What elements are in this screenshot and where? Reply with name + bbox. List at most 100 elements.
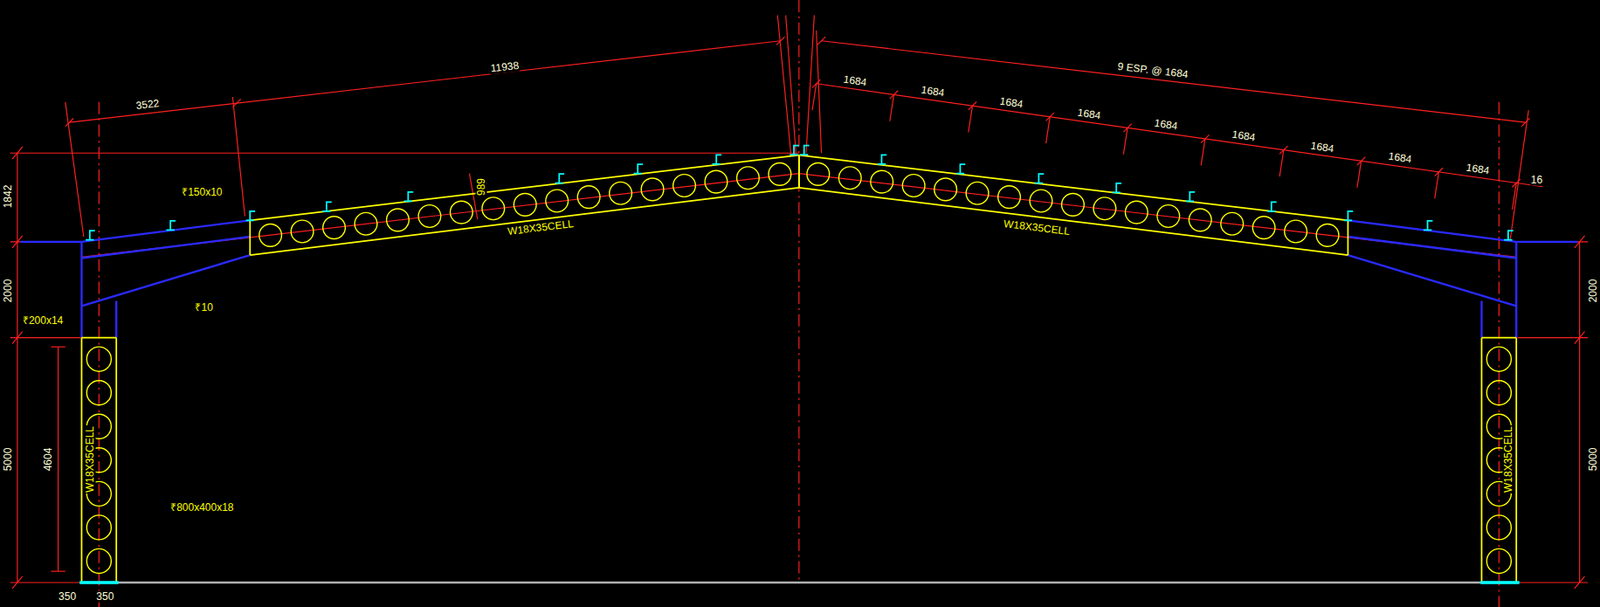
dimension-text: 350: [95, 591, 115, 603]
web-opening: [609, 181, 633, 205]
dimension-line: [12, 146, 23, 159]
dimension-text: 1684: [998, 96, 1025, 111]
dimension-line: [777, 15, 791, 154]
member-label: W18X35CELL: [1502, 425, 1514, 494]
dimension-text: 2000: [2, 278, 14, 304]
dimension-line: [968, 105, 973, 132]
dimension-line: [816, 30, 822, 153]
castellated-member: [1481, 337, 1517, 339]
purlin: [555, 173, 566, 184]
web-opening: [1252, 216, 1276, 240]
dimension-text: 5000: [2, 446, 14, 472]
dimension-line: [1200, 138, 1206, 166]
castellated-member: [1347, 220, 1350, 256]
dimension-line: [1517, 337, 1588, 338]
axis-line: [798, 0, 800, 583]
dimension-line: [1512, 183, 1518, 210]
dimension-text: 350: [57, 591, 77, 603]
member-label: W18X35CELL: [506, 217, 576, 237]
castellated-member: [1481, 337, 1483, 583]
haunch-plate: [1347, 220, 1517, 242]
dimension-text: 1684: [1464, 162, 1491, 178]
haunch-plate: [1515, 241, 1518, 338]
haunch-plate: [1480, 301, 1483, 338]
dimension-text: 1684: [1230, 129, 1257, 145]
purlin: [712, 154, 723, 165]
dimension-text: 3522: [134, 97, 161, 112]
web-openings: [86, 163, 1511, 574]
ground-line: [81, 581, 1518, 584]
castellated-member: [81, 337, 117, 339]
purlin: [322, 201, 332, 212]
dimension-text: 1684: [919, 84, 946, 100]
dimension-text: 1842: [2, 184, 14, 210]
dimension-line: [10, 15, 1588, 589]
dimension-line: [786, 15, 797, 154]
web-opening: [290, 220, 314, 243]
purlin: [1344, 211, 1354, 221]
purlin: [165, 220, 176, 231]
purlin: [1186, 192, 1196, 202]
castellated-member: [115, 337, 118, 583]
dimension-line: [68, 41, 780, 123]
plate-label: ₹200x14: [21, 314, 64, 326]
dimension-line: [10, 581, 83, 583]
dimension-line: [57, 346, 59, 572]
purlin: [789, 145, 800, 156]
castellated-member: [249, 187, 800, 256]
dimension-text: 4604: [41, 446, 54, 472]
dimension-line: [889, 94, 895, 121]
dimension-line: [1046, 117, 1051, 144]
dimension-text: 1684: [1152, 117, 1180, 133]
dimension-line: [806, 15, 814, 154]
web-opening: [768, 163, 792, 187]
dimension-text: 1684: [1386, 151, 1414, 166]
base-plate: [79, 581, 1520, 583]
web-opening: [577, 186, 600, 209]
dimension-line: [1574, 576, 1586, 589]
web-opening: [386, 208, 410, 232]
purlin: [1034, 173, 1045, 184]
castellated-member: [248, 220, 251, 256]
castellated-member: [798, 155, 800, 188]
purlin: [1503, 230, 1514, 241]
dimension-line: [1579, 241, 1580, 583]
dimension-text: 1684: [1309, 139, 1336, 155]
castellated-member: [798, 155, 800, 188]
purlin: [956, 164, 966, 174]
purlin: [634, 164, 644, 174]
web-opening: [673, 174, 697, 198]
haunch-plate: [1516, 241, 1578, 243]
dimension-line: [10, 152, 800, 154]
web-opening: [1157, 205, 1180, 228]
haunch-plate: [1347, 255, 1517, 306]
dimension-line: [821, 41, 1526, 123]
dimension-line: [1574, 331, 1586, 345]
web-opening: [86, 515, 111, 540]
web-opening: [1486, 380, 1511, 406]
web-opening: [806, 163, 830, 187]
web-opening: [1188, 208, 1212, 232]
dimension-line: [1517, 581, 1588, 583]
web-opening: [482, 197, 505, 221]
web-opening: [965, 181, 989, 205]
dimension-line: [12, 331, 23, 345]
web-opening: [1316, 224, 1339, 248]
plate-label: ₹800x400x18: [169, 501, 235, 513]
dimension-line: [12, 576, 23, 589]
castellated-member: [249, 155, 800, 221]
haunch-plate: [81, 220, 250, 242]
dimension-line: [10, 337, 83, 338]
dimension-line: [232, 98, 241, 107]
dimension-line: [1434, 172, 1440, 199]
dimension-line: [50, 346, 65, 348]
dimension-line: [1357, 160, 1362, 187]
web-opening: [641, 178, 664, 201]
web-opening: [1220, 212, 1244, 235]
web-opening: [1284, 220, 1308, 243]
web-opening: [1486, 346, 1511, 372]
web-opening: [354, 212, 378, 235]
dimension-text: 11938: [489, 60, 521, 76]
web-opening: [323, 216, 346, 240]
